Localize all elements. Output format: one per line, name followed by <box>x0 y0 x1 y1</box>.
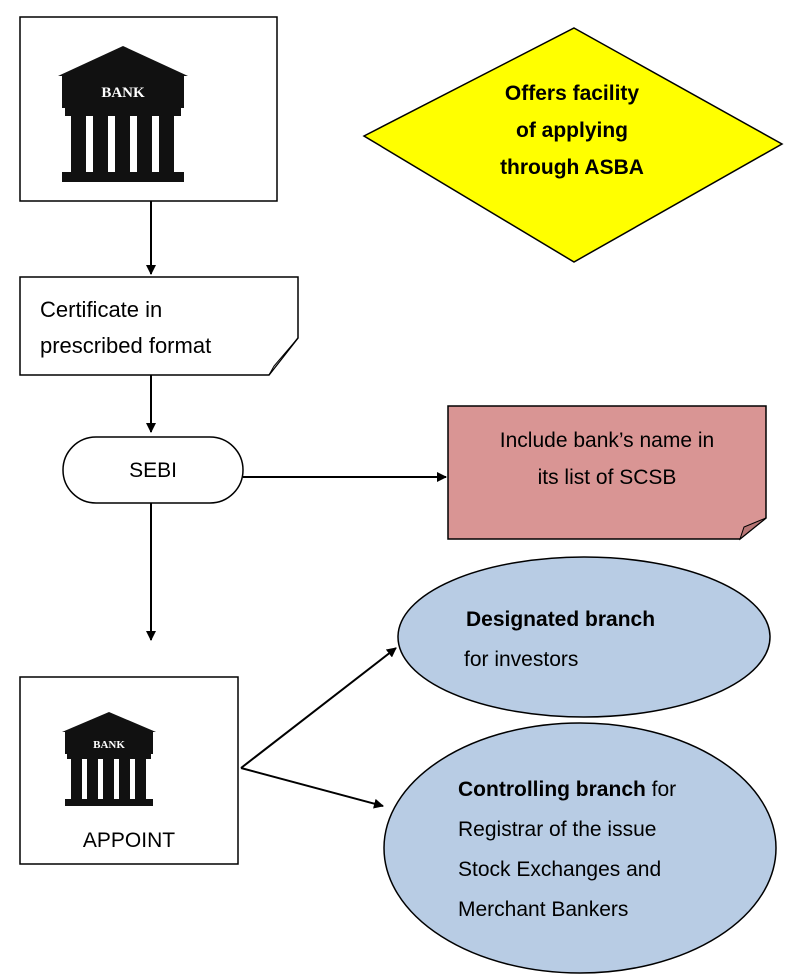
designated-line: for investors <box>464 648 579 671</box>
controlling-bold: Controlling branch <box>458 778 646 801</box>
scsb-line-2: its list of SCSB <box>537 466 677 489</box>
controlling-text: Controlling branch for Registrar of the … <box>458 770 676 930</box>
bank-icon-small: BANK <box>62 712 156 806</box>
diamond-text: Offers facility of applying through ASBA <box>452 75 692 186</box>
designated-text: Designated branch for investors <box>464 600 656 680</box>
arrow-appoint-to-designated <box>240 647 397 769</box>
scsb-fold <box>738 517 767 541</box>
certificate-line-1: Certificate in <box>40 297 163 322</box>
diamond-line-3: through ASBA <box>500 156 644 179</box>
asba-diamond <box>362 27 784 263</box>
bank-icon-label: BANK <box>101 85 145 101</box>
controlling-line-1: Registrar of the issue <box>458 818 657 841</box>
controlling-first-line: Controlling branch for <box>458 770 676 810</box>
appoint-label: APPOINT <box>82 829 176 852</box>
sebi-label: SEBI <box>129 459 177 482</box>
controlling-line-3: Merchant Bankers <box>458 898 629 921</box>
scsb-text: Include bank’s name in its list of SCSB <box>452 422 762 496</box>
arrow-appoint-to-controlling <box>240 767 384 809</box>
bank-icon-small-label: BANK <box>93 739 125 751</box>
controlling-for: for <box>645 778 677 801</box>
designated-bold: Designated branch <box>466 608 656 631</box>
certificate-line-2: prescribed format <box>40 333 212 358</box>
designated-branch-oval <box>397 556 771 718</box>
scsb-line-1: Include bank’s name in <box>499 429 715 452</box>
certificate-text: Certificate in prescribed format <box>40 292 211 364</box>
controlling-line-2: Stock Exchanges and <box>458 858 662 881</box>
diamond-line-2: of applying <box>516 119 628 142</box>
controlling-branch-oval <box>383 722 777 974</box>
certificate-fold <box>268 337 299 376</box>
diamond-line-1: Offers facility <box>504 82 640 105</box>
sebi-box <box>62 436 244 504</box>
bank-icon: BANK <box>58 46 188 182</box>
